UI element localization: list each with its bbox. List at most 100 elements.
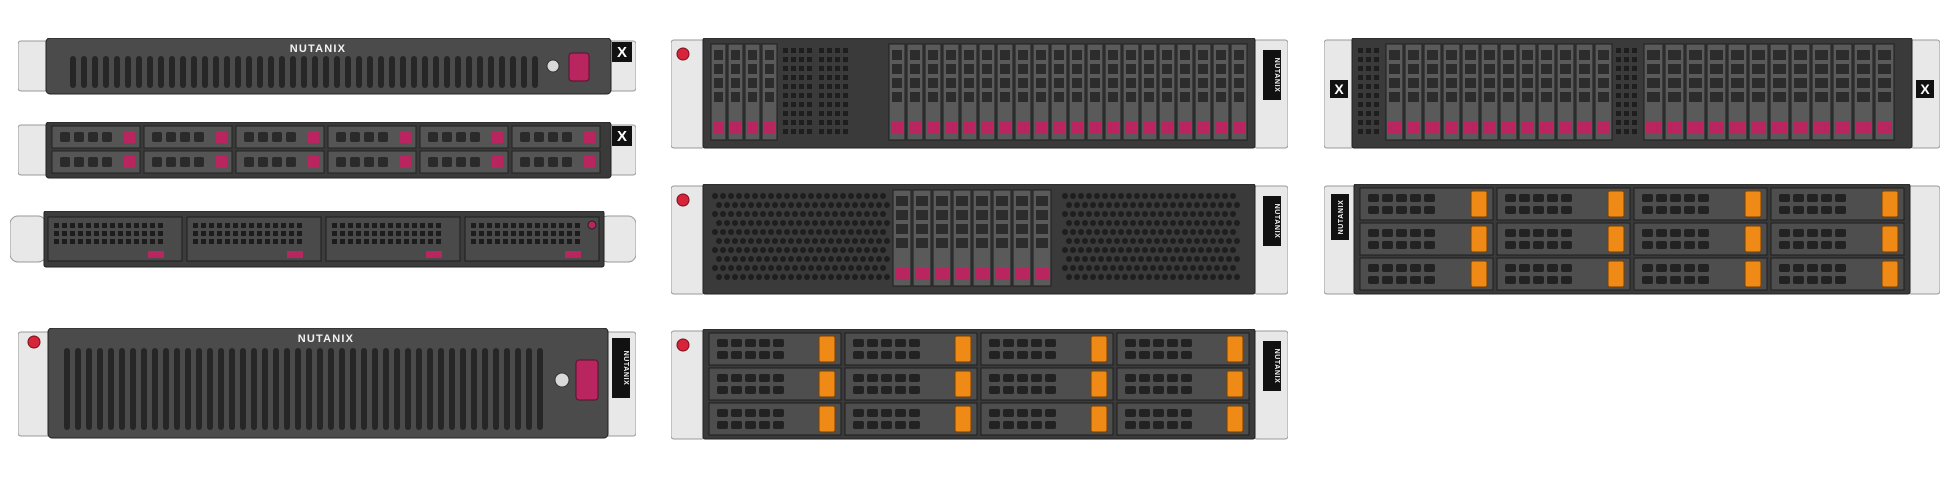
honeycomb-hole bbox=[1138, 238, 1144, 244]
server-2u-24-drive[interactable]: NUTANIX bbox=[671, 38, 1288, 150]
lff-latch bbox=[1470, 260, 1488, 288]
sff-slot bbox=[1710, 50, 1723, 60]
lff-vent bbox=[1396, 229, 1407, 237]
drive-vent bbox=[350, 157, 360, 167]
honeycomb-hole bbox=[1118, 211, 1124, 217]
honeycomb-hole bbox=[724, 202, 730, 208]
vent-slot bbox=[477, 56, 483, 88]
sff-latch bbox=[1667, 122, 1682, 134]
sff-slot bbox=[748, 78, 757, 88]
honeycomb-hole bbox=[1094, 193, 1100, 199]
sff-slot bbox=[1216, 50, 1226, 60]
honeycomb-hole bbox=[1198, 247, 1204, 253]
lff-vent bbox=[1167, 351, 1178, 359]
vent-dot bbox=[807, 129, 812, 134]
honeycomb-hole bbox=[1166, 265, 1172, 271]
honeycomb-hole bbox=[848, 229, 854, 235]
drive-vent bbox=[194, 132, 204, 142]
node-vent bbox=[134, 231, 139, 236]
server-2u-12-drive-orange-b[interactable]: NUTANIX bbox=[1324, 184, 1940, 296]
honeycomb-hole bbox=[728, 211, 734, 217]
honeycomb-hole bbox=[1174, 193, 1180, 199]
lff-vent bbox=[745, 421, 756, 429]
honeycomb-hole bbox=[1190, 211, 1196, 217]
lff-vent bbox=[1181, 374, 1192, 382]
honeycomb-hole bbox=[824, 247, 830, 253]
lff-vent bbox=[1807, 194, 1818, 202]
node-vent bbox=[257, 231, 262, 236]
honeycomb-hole bbox=[796, 256, 802, 262]
honeycomb-hole bbox=[1086, 247, 1092, 253]
honeycomb-hole bbox=[1178, 256, 1184, 262]
server-2u-8-drive[interactable]: NUTANIX bbox=[671, 184, 1288, 296]
lff-vent bbox=[1561, 276, 1572, 284]
vent-dot bbox=[843, 57, 848, 62]
honeycomb-hole bbox=[1218, 238, 1224, 244]
handle-latch[interactable] bbox=[568, 52, 590, 82]
vent-dot bbox=[819, 48, 824, 53]
honeycomb-hole bbox=[1210, 274, 1216, 280]
node-vent bbox=[551, 231, 556, 236]
node-vent bbox=[54, 231, 59, 236]
server-2u-12-drive-orange[interactable]: NUTANIX bbox=[671, 329, 1288, 441]
power-button[interactable] bbox=[676, 47, 690, 61]
handle-latch[interactable] bbox=[575, 359, 599, 401]
server-1u-vented-bezel[interactable]: NUTANIX X bbox=[18, 38, 636, 96]
honeycomb-hole bbox=[1086, 193, 1092, 199]
honeycomb-hole bbox=[740, 256, 746, 262]
vent-dot bbox=[807, 57, 812, 62]
lff-vent bbox=[1698, 264, 1709, 272]
lff-vent bbox=[717, 374, 728, 382]
honeycomb-hole bbox=[784, 265, 790, 271]
drive-vent bbox=[166, 157, 176, 167]
sff-latch bbox=[935, 268, 949, 280]
server-2u-24-drive-dual[interactable]: X X bbox=[1324, 38, 1940, 150]
lff-vent bbox=[1382, 264, 1393, 272]
honeycomb-hole bbox=[760, 211, 766, 217]
node-vent bbox=[543, 239, 548, 244]
sff-slot bbox=[1018, 78, 1028, 88]
lff-vent bbox=[1533, 229, 1544, 237]
sff-slot bbox=[1446, 92, 1457, 102]
power-button-bezel[interactable] bbox=[554, 372, 570, 388]
honeycomb-hole bbox=[740, 238, 746, 244]
vent-slot bbox=[466, 56, 472, 88]
sff-latch bbox=[1597, 122, 1610, 134]
sff-slot bbox=[1815, 64, 1828, 74]
honeycomb-hole bbox=[1150, 193, 1156, 199]
node-vent bbox=[372, 223, 377, 228]
sff-slot bbox=[1541, 92, 1552, 102]
lff-vent bbox=[1153, 339, 1164, 347]
honeycomb-hole bbox=[1090, 256, 1096, 262]
node-vent bbox=[495, 239, 500, 244]
sff-slot bbox=[1180, 92, 1190, 102]
server-1u-4-node[interactable] bbox=[10, 211, 636, 269]
honeycomb-hole bbox=[1138, 256, 1144, 262]
power-button[interactable] bbox=[676, 193, 690, 207]
node-vent bbox=[297, 223, 302, 228]
badge-box bbox=[612, 42, 632, 62]
honeycomb-hole bbox=[1158, 229, 1164, 235]
honeycomb-hole bbox=[736, 247, 742, 253]
drive-vent bbox=[244, 157, 254, 167]
vent-slot bbox=[361, 348, 367, 430]
vent-slot bbox=[240, 348, 246, 430]
honeycomb-hole bbox=[1138, 202, 1144, 208]
node-vent bbox=[356, 231, 361, 236]
node-vent bbox=[209, 231, 214, 236]
lff-vent bbox=[1382, 206, 1393, 214]
vent-slot bbox=[136, 56, 142, 88]
server-1u-12-drive[interactable]: X bbox=[18, 122, 636, 180]
honeycomb-hole bbox=[840, 247, 846, 253]
vent-dot bbox=[791, 66, 796, 71]
drive-vent bbox=[88, 157, 98, 167]
sff-latch bbox=[1730, 122, 1745, 134]
honeycomb-hole bbox=[1214, 229, 1220, 235]
node-vent bbox=[150, 239, 155, 244]
lff-vent bbox=[1125, 421, 1136, 429]
honeycomb-hole bbox=[884, 202, 890, 208]
power-button[interactable] bbox=[27, 335, 41, 349]
power-button[interactable] bbox=[676, 338, 690, 352]
server-2u-vented-bezel[interactable]: NUTANIX NUTANIX bbox=[18, 328, 636, 440]
power-button[interactable] bbox=[546, 59, 560, 73]
